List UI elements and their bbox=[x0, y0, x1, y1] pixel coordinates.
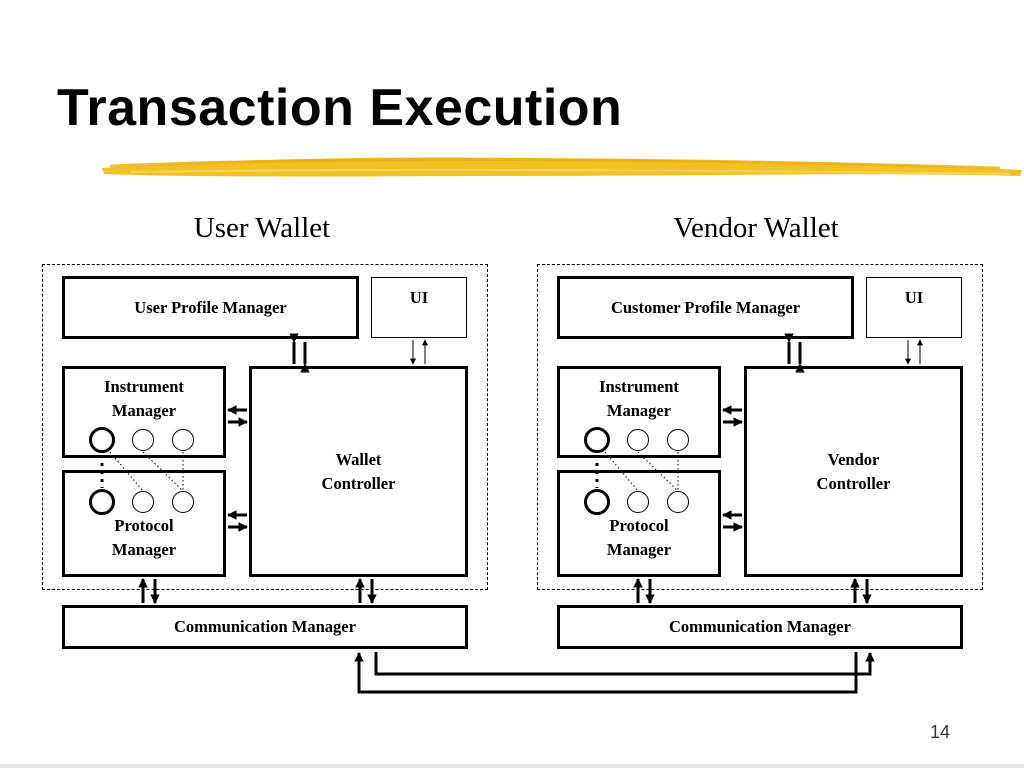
vendor-ui-label: UI bbox=[904, 288, 924, 307]
slide-title: Transaction Execution bbox=[57, 79, 623, 137]
vendor-communication-manager-box: Communication Manager bbox=[557, 605, 963, 649]
vendor-protocol-manager-label-1: Protocol bbox=[609, 516, 669, 535]
vendor-protocol-selected-circle bbox=[584, 489, 610, 515]
user-instrument-selected-circle bbox=[89, 427, 115, 453]
vendor-instrument-circle-2 bbox=[627, 429, 649, 451]
vendor-controller-label-1: Vendor bbox=[827, 449, 880, 469]
vendor-instrument-manager-label-2: Manager bbox=[606, 401, 672, 420]
vendor-protocol-circle-2 bbox=[627, 491, 649, 513]
user-to-vendor-comm-link bbox=[374, 652, 875, 676]
vendor-dotted-link-2 bbox=[637, 451, 679, 492]
vendor-dotted-link-1 bbox=[604, 451, 639, 492]
vendor-wallet-connectors bbox=[595, 333, 923, 604]
footer-strip bbox=[0, 764, 1024, 768]
user-instrument-circle-2 bbox=[132, 429, 154, 451]
vendor-protocol-manager-label-2: Manager bbox=[606, 540, 672, 559]
vendor-instrument-circle-3 bbox=[667, 429, 689, 451]
vendor-protocol-circle-3 bbox=[667, 491, 689, 513]
user-protocol-manager-label-2: Manager bbox=[111, 540, 177, 559]
user-protocol-selected-circle bbox=[89, 489, 115, 515]
user-protocol-manager-label-1: Protocol bbox=[114, 516, 174, 535]
customer-profile-manager-box: Customer Profile Manager bbox=[557, 276, 854, 339]
vendor-ui-box: UI bbox=[866, 277, 962, 338]
vendor-wallet-boundary bbox=[537, 264, 983, 590]
user-instrument-manager-label-1: Instrument bbox=[104, 377, 184, 396]
user-wallet-heading: User Wallet bbox=[193, 212, 331, 244]
user-communication-manager-box: Communication Manager bbox=[62, 605, 468, 649]
vendor-instrument-manager-label-1: Instrument bbox=[599, 377, 679, 396]
user-protocol-circle-3 bbox=[172, 491, 194, 513]
user-instrument-manager-label-2: Manager bbox=[111, 401, 177, 420]
user-dotted-link-1 bbox=[109, 451, 144, 492]
user-protocol-circle-2 bbox=[132, 491, 154, 513]
page-number: 14 bbox=[930, 722, 951, 742]
user-wallet-connectors bbox=[100, 333, 428, 604]
user-ui-label: UI bbox=[409, 288, 429, 307]
wallet-controller-label-1: Wallet bbox=[335, 449, 382, 469]
user-profile-manager-box: User Profile Manager bbox=[62, 276, 359, 339]
user-dotted-link-2 bbox=[142, 451, 184, 492]
vendor-instrument-selected-circle bbox=[584, 427, 610, 453]
vendor-communication-manager-label: Communication Manager bbox=[669, 617, 851, 636]
user-profile-manager-label: User Profile Manager bbox=[134, 297, 287, 317]
user-ui-box: UI bbox=[371, 277, 467, 338]
customer-profile-manager-label: Customer Profile Manager bbox=[610, 297, 801, 317]
user-communication-manager-label: Communication Manager bbox=[174, 617, 356, 636]
vendor-to-user-comm-link bbox=[354, 652, 858, 694]
wallet-controller-label-2: Controller bbox=[321, 473, 396, 493]
user-instrument-circle-3 bbox=[172, 429, 194, 451]
vendor-controller-label-2: Controller bbox=[816, 473, 891, 493]
inter-wallet-connectors bbox=[354, 652, 875, 694]
user-wallet-boundary bbox=[42, 264, 488, 590]
title-underline-highlight bbox=[102, 157, 1022, 177]
vendor-wallet-heading: Vendor Wallet bbox=[673, 212, 839, 244]
